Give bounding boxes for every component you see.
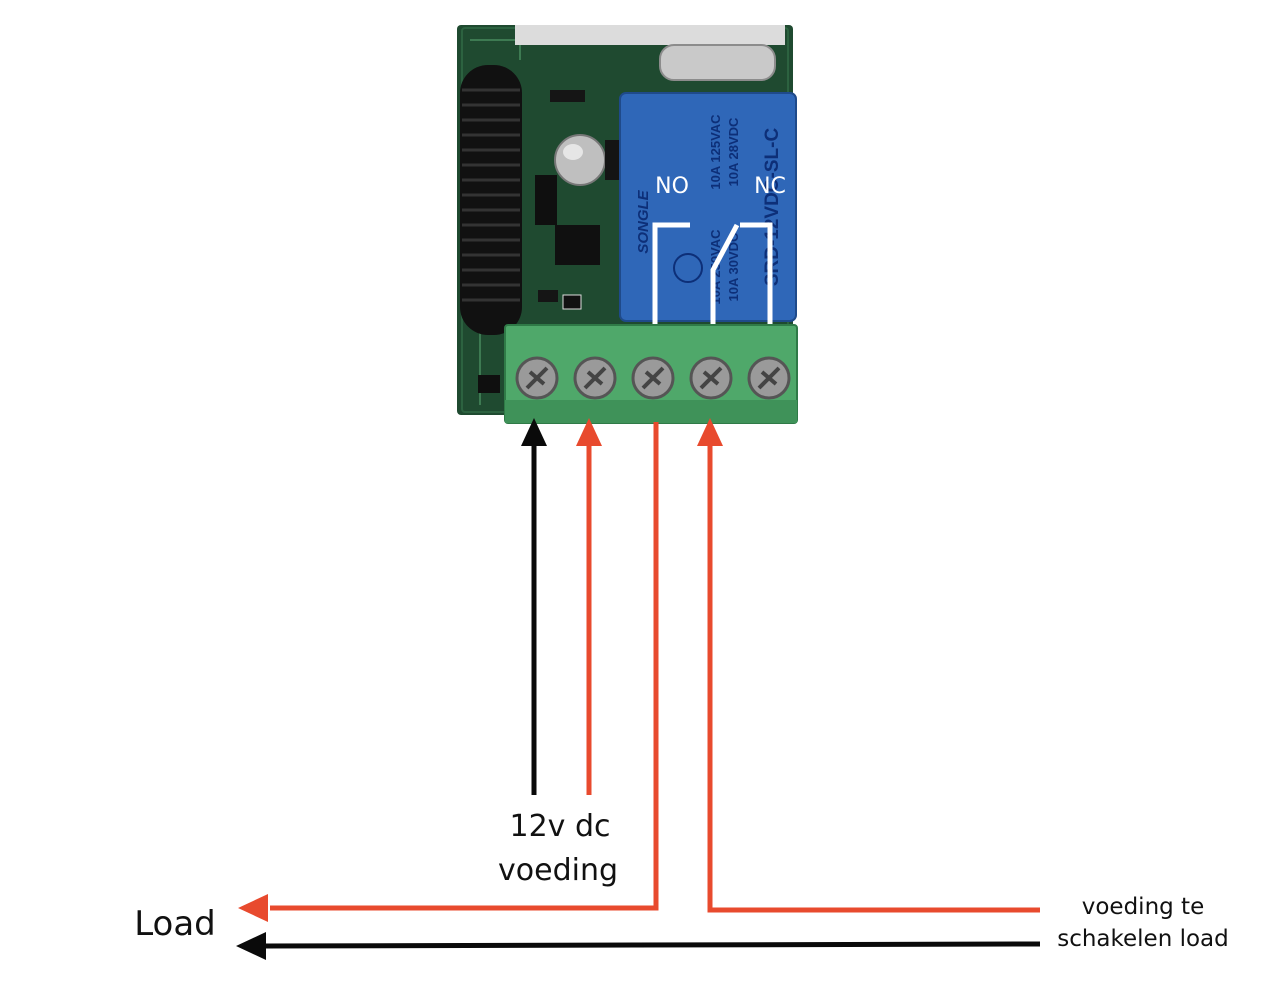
- arrow-up-icon: [576, 418, 602, 446]
- terminal-screw: [573, 356, 617, 400]
- arrow-up-icon: [521, 418, 547, 446]
- relay-rating-1: 10A 125VAC: [708, 114, 723, 190]
- receiver-module: SONGLE 10A 125VAC 10A 28VDC 10A 250VAC 1…: [457, 25, 798, 424]
- terminal-screw: [631, 356, 675, 400]
- arrow-up-icon: [697, 418, 723, 446]
- load-output-wire: [238, 422, 659, 922]
- label-switch-line2: schakelen load: [1057, 926, 1229, 952]
- terminal-screw: [689, 356, 733, 400]
- switched-supply-wire: [697, 418, 1040, 913]
- label-supply-line1: 12v dc: [509, 809, 610, 844]
- antenna-coil: [460, 65, 522, 335]
- supply-positive-wire: [576, 418, 602, 795]
- load-return-wire: [236, 932, 1041, 960]
- label-supply-line2: voeding: [498, 853, 618, 888]
- terminal-screw: [515, 356, 559, 400]
- supply-negative-wire: [521, 418, 547, 795]
- capacitor: [554, 134, 606, 186]
- rf-receiver-chip: [515, 25, 785, 45]
- arrow-left-icon: [236, 932, 266, 960]
- relay-contact-symbol: [652, 222, 773, 345]
- label-load: Load: [134, 904, 216, 944]
- label-switch-line1: voeding te: [1082, 894, 1204, 920]
- arrow-left-icon: [238, 894, 268, 922]
- relay-rating-2: 10A 28VDC: [726, 117, 741, 186]
- label-nc: NC: [754, 174, 786, 199]
- crystal-oscillator: [659, 44, 776, 81]
- terminal-block: [504, 324, 798, 424]
- relay-brand: SONGLE: [635, 189, 652, 253]
- terminal-screw: [747, 356, 791, 400]
- relay-rating-4: 10A 30VDC: [726, 232, 741, 301]
- label-no: NO: [655, 174, 689, 199]
- relay-model: SRD-12VDC-SL-C: [762, 128, 783, 287]
